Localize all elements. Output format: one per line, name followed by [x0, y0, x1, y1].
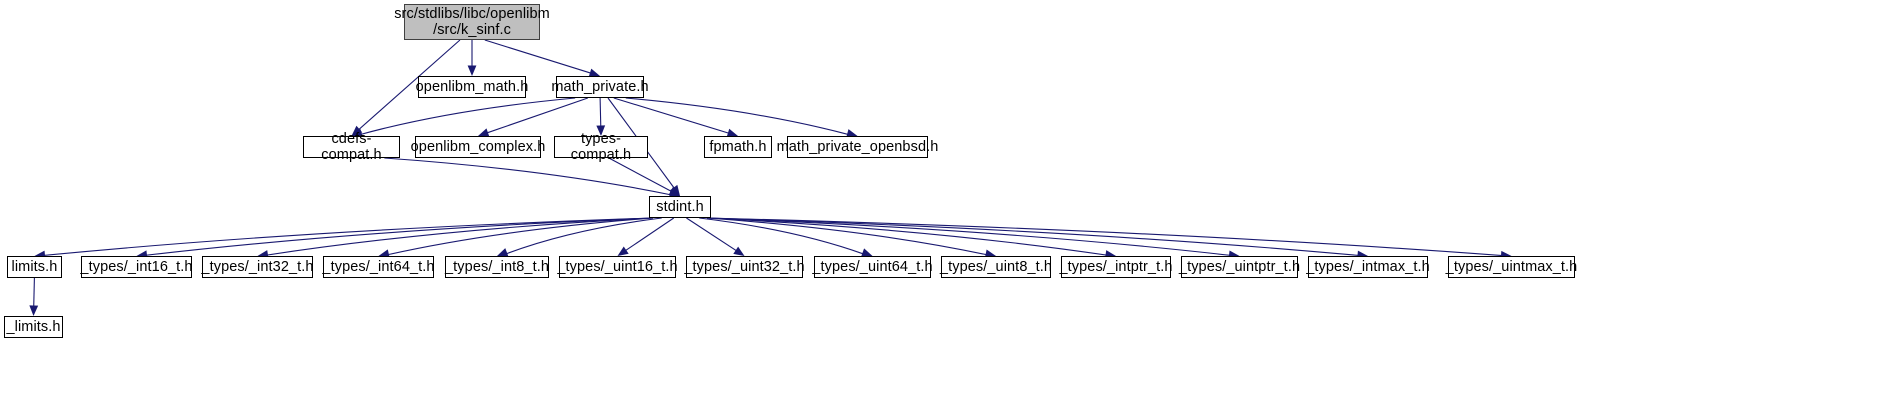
- graph-node-int16[interactable]: _types/_int16_t.h: [80, 256, 193, 278]
- graph-node-uint64[interactable]: _types/_uint64_t.h: [812, 256, 933, 278]
- graph-node-label: _types/_uint16_t.h: [557, 258, 678, 275]
- graph-node-uintptr[interactable]: _types/_uintptr_t.h: [1178, 256, 1301, 278]
- graph-node-_limits[interactable]: _limits.h: [4, 316, 63, 338]
- graph-edge-types_compat-to-stdint: [608, 157, 680, 196]
- graph-node-label: openlibm_math.h: [415, 78, 529, 95]
- graph-node-limits[interactable]: limits.h: [7, 256, 62, 278]
- graph-edge-stdint-to-int16: [136, 217, 654, 260]
- graph-node-label: _types/_intmax_t.h: [1306, 258, 1430, 275]
- graph-node-label: openlibm_complex.h: [410, 138, 546, 155]
- graph-node-math_private_openbsd[interactable]: math_private_openbsd.h: [777, 136, 938, 158]
- graph-node-label: _types/_intptr_t.h: [1059, 258, 1173, 275]
- graph-node-fpmath[interactable]: fpmath.h: [704, 136, 772, 158]
- graph-edge-cdefs_compat-to-stdint: [384, 157, 680, 199]
- graph-node-label: _types/_uint64_t.h: [812, 258, 933, 275]
- graph-node-label: _types/_int32_t.h: [201, 258, 314, 275]
- graph-node-openlibm_math[interactable]: openlibm_math.h: [415, 76, 529, 98]
- graph-node-math_private[interactable]: math_private.h: [551, 76, 649, 98]
- graph-edge-math_private-to-math_private_openbsd: [625, 97, 858, 138]
- graph-node-label: _types/_int64_t.h: [322, 258, 435, 275]
- graph-node-label: stdint.h: [656, 198, 704, 215]
- graph-node-openlibm_complex[interactable]: openlibm_complex.h: [411, 136, 545, 158]
- graph-node-label: _types/_uint32_t.h: [684, 258, 805, 275]
- graph-node-int32[interactable]: _types/_int32_t.h: [201, 256, 314, 278]
- graph-node-label: _types/_int8_t.h: [445, 258, 549, 275]
- graph-node-label: types-compat.h: [570, 130, 632, 163]
- graph-node-label: _limits.h: [6, 318, 61, 335]
- graph-node-label: src/stdlibs/libc/openlibm /src/k_sinf.c: [394, 5, 550, 38]
- graph-edge-stdint-to-uint16: [617, 217, 675, 256]
- graph-edge-stdint-to-uintptr: [706, 217, 1240, 260]
- graph-node-uint32[interactable]: _types/_uint32_t.h: [684, 256, 805, 278]
- graph-edge-stdint-to-uint32: [686, 217, 745, 256]
- graph-edge-stdint-to-int64: [378, 217, 654, 259]
- graph-node-int64[interactable]: _types/_int64_t.h: [322, 256, 435, 278]
- graph-node-label: _types/_uintptr_t.h: [1178, 258, 1301, 275]
- graph-node-types_compat[interactable]: types-compat.h: [554, 131, 648, 163]
- graph-edge-stdint-to-intmax: [706, 217, 1368, 260]
- graph-edge-stdint-to-limits: [34, 217, 654, 260]
- graph-node-intptr[interactable]: _types/_intptr_t.h: [1059, 256, 1173, 278]
- graph-node-uint8[interactable]: _types/_uint8_t.h: [939, 256, 1053, 278]
- graph-edge-root-to-math_private: [484, 39, 600, 78]
- graph-node-label: fpmath.h: [709, 138, 767, 155]
- graph-edge-stdint-to-int8: [497, 217, 662, 257]
- graph-edge-stdint-to-int32: [257, 217, 654, 259]
- graph-node-intmax[interactable]: _types/_intmax_t.h: [1306, 256, 1430, 278]
- graph-node-label: math_private.h: [551, 78, 649, 95]
- graph-edge-stdint-to-uintmax: [706, 217, 1512, 260]
- graph-edge-stdint-to-intptr: [706, 217, 1116, 259]
- graph-node-label: _types/_uint8_t.h: [939, 258, 1053, 275]
- graph-node-cdefs_compat[interactable]: cdefs-compat.h: [303, 131, 400, 163]
- graph-node-uintmax[interactable]: _types/_uintmax_t.h: [1445, 256, 1578, 278]
- graph-node-label: limits.h: [11, 258, 58, 275]
- graph-edge-stdint-to-uint8: [706, 217, 996, 259]
- graph-edge-stdint-to-uint64: [699, 217, 873, 257]
- graph-node-label: _types/_int16_t.h: [80, 258, 193, 275]
- graph-node-stdint[interactable]: stdint.h: [649, 196, 711, 218]
- graph-edge-root-to-openlibm_math: [467, 40, 477, 76]
- graph-node-label: math_private_openbsd.h: [776, 138, 939, 155]
- graph-node-root: src/stdlibs/libc/openlibm /src/k_sinf.c: [394, 4, 550, 40]
- graph-node-label: _types/_uintmax_t.h: [1445, 258, 1578, 275]
- graph-node-uint16[interactable]: _types/_uint16_t.h: [557, 256, 678, 278]
- graph-edge-limits-to-_limits: [29, 277, 39, 316]
- graph-node-label: cdefs-compat.h: [321, 130, 382, 163]
- graph-node-int8[interactable]: _types/_int8_t.h: [445, 256, 549, 278]
